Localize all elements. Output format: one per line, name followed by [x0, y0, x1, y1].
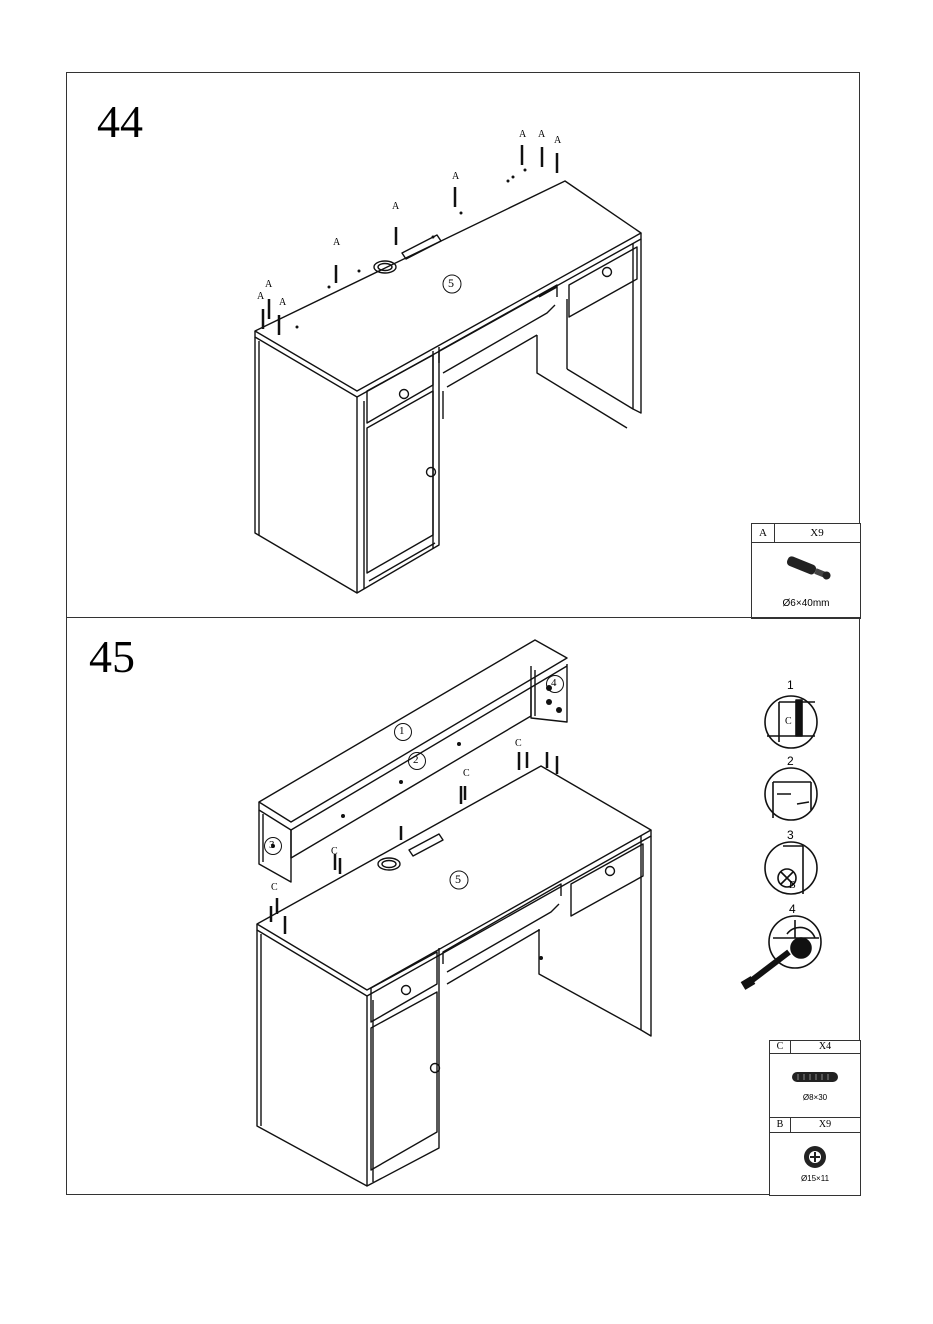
substep-number: 2: [787, 754, 794, 768]
dowel-label: A: [257, 291, 264, 302]
wood-dowel-icon: [790, 1069, 842, 1085]
hardware-qty: X4: [790, 1041, 860, 1053]
dowel-label-c: C: [271, 882, 278, 893]
hardware-code: A: [752, 524, 775, 542]
hardware-box-c: C X4 Ø8×30: [769, 1040, 861, 1118]
dowel-label: A: [333, 237, 340, 248]
substep-number: 4: [789, 902, 796, 916]
substep-b-label: B: [789, 880, 796, 891]
part-number-2: 2: [413, 754, 419, 766]
hardware-box-b: B X9 Ø15×11: [769, 1117, 861, 1196]
dowel-label: A: [519, 129, 526, 140]
substep-c-label: C: [785, 716, 792, 727]
cam-lock-icon: [800, 1144, 830, 1170]
hardware-qty: X9: [774, 524, 860, 542]
hardware-qty: X9: [790, 1118, 860, 1132]
part-number-4: 4: [551, 677, 557, 689]
part-number-5: 5: [455, 872, 461, 887]
dowel-label-c: C: [331, 846, 338, 857]
desk-hutch-drawing: [67, 618, 861, 1196]
substep-number: 3: [787, 828, 794, 842]
part-number-1: 1: [399, 725, 405, 737]
dowel-icon: [780, 552, 836, 584]
hardware-dimension: Ø8×30: [770, 1093, 860, 1102]
dowel-label: A: [279, 297, 286, 308]
desk-drawing: [67, 73, 861, 619]
dowel-label: A: [265, 279, 272, 290]
part-number-3: 3: [269, 839, 275, 851]
substep-number: 1: [787, 678, 794, 692]
hardware-code: C: [770, 1041, 791, 1053]
dowel-label: A: [452, 171, 459, 182]
dowel-label: A: [538, 129, 545, 140]
dowel-label-c: C: [515, 738, 522, 749]
part-number-5: 5: [448, 276, 454, 291]
step-44-panel: 44: [66, 72, 860, 618]
hardware-dimension: Ø6×40mm: [752, 598, 860, 609]
hardware-box-a: A X9 Ø6×40mm: [751, 523, 861, 619]
dowel-label: A: [392, 201, 399, 212]
dowel-label: A: [554, 135, 561, 146]
hardware-code: B: [770, 1118, 791, 1132]
dowel-label-c: C: [463, 768, 470, 779]
step-45-panel: 45: [66, 617, 860, 1195]
hardware-dimension: Ø15×11: [770, 1174, 860, 1183]
